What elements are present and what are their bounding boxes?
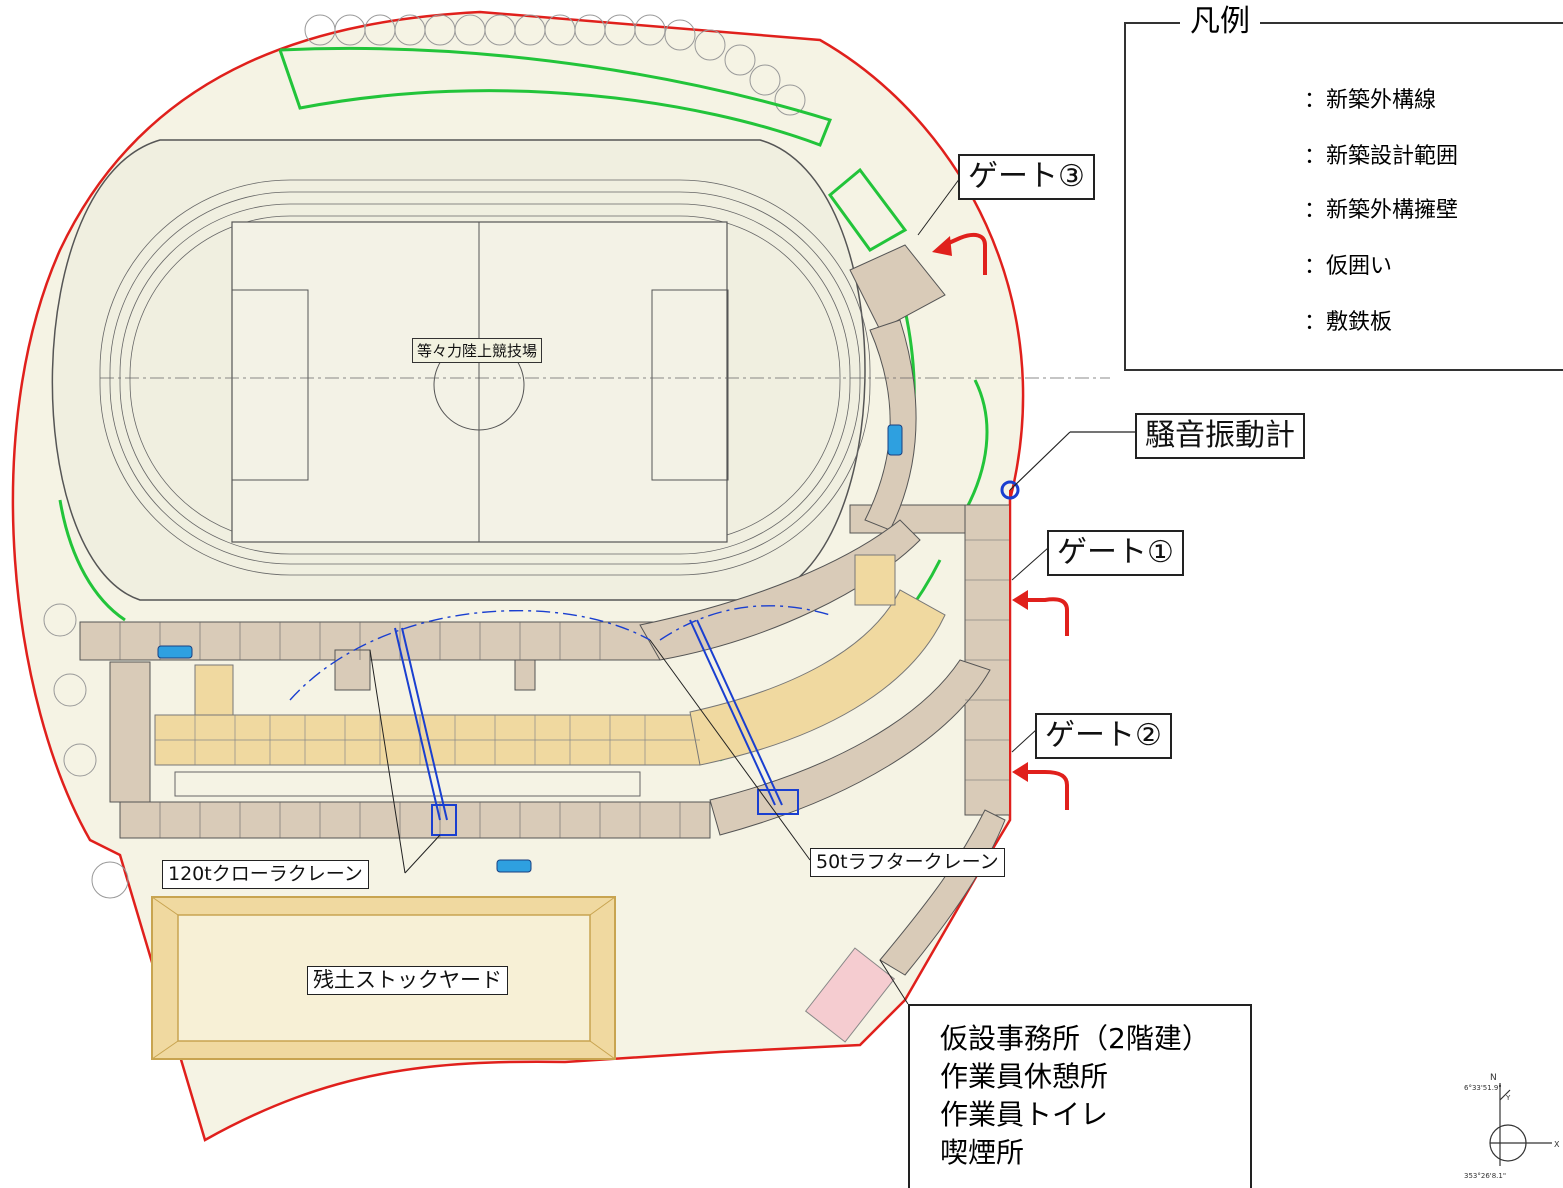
compass-x: X — [1554, 1140, 1560, 1149]
stockyard-label: 残土ストックヤード — [307, 966, 508, 995]
gate-arrow — [941, 232, 1069, 810]
plate-grid — [119, 539, 1010, 838]
legend-label: ：仮囲い — [1304, 254, 1393, 279]
office-line: 仮設事務所（2階建） — [940, 1022, 1210, 1055]
temporary-office — [804, 947, 896, 1043]
rough-terrain-crane — [689, 619, 799, 815]
compass-north: N — [1490, 1073, 1497, 1083]
compass-y: Y — [1505, 1094, 1511, 1102]
office-line: 喫煙所 — [940, 1136, 1025, 1169]
legend-label: ：新築外構線 — [1304, 88, 1437, 113]
legend-item-fence: ：仮囲い — [1164, 248, 1563, 288]
gate-2-label: ゲート② — [1035, 713, 1172, 759]
gate-arrowhead — [932, 236, 1028, 782]
compass-coord-bottom: 353°26'8.1" — [1464, 1172, 1506, 1180]
leader-line — [369, 177, 1049, 1005]
legend-label: ：新築外構擁壁 — [1304, 198, 1459, 223]
gate-1-label: ゲート① — [1047, 530, 1184, 576]
office-label-box: 仮設事務所（2階建） 作業員休憩所 作業員トイレ 喫煙所 — [908, 1004, 1252, 1188]
legend-label: ：新築設計範囲 — [1304, 144, 1459, 169]
crane-swing — [289, 605, 831, 701]
bench-rows — [174, 771, 641, 797]
vehicle — [157, 424, 903, 873]
legend: 凡例 ：新築外構線 ：新築設計範囲 ：新築外構擁壁 ：仮囲い ：敷鉄板 — [1124, 2, 1563, 371]
legend-item-steel-plate: ：敷鉄板 — [1164, 304, 1563, 344]
legend-label: ：敷鉄板 — [1304, 310, 1393, 335]
legend-title: 凡例 — [1180, 2, 1260, 42]
legend-item-retaining-wall: ：新築外構擁壁 — [1164, 192, 1563, 232]
crawler-crane — [394, 627, 457, 836]
office-line: 作業員休憩所 — [940, 1060, 1109, 1093]
crawler-crane-label: 120tクローラクレーン — [162, 860, 369, 889]
stadium-label: 等々力陸上競技場 — [412, 338, 543, 363]
legend-item-design-range: ：新築設計範囲 — [1164, 138, 1563, 178]
gate-3-label: ゲート③ — [958, 154, 1095, 200]
steel-plates — [79, 244, 1011, 976]
compass-coord-top: 6°33'51.9" — [1464, 1084, 1502, 1092]
compass-icon — [1489, 1083, 1552, 1166]
tree-row — [43, 14, 806, 899]
noise-meter-marker — [1000, 480, 1020, 500]
noise-meter-label: 騒音振動計 — [1135, 413, 1305, 459]
rough-crane-label: 50tラフタークレーン — [810, 848, 1005, 877]
office-line: 作業員トイレ — [940, 1098, 1109, 1131]
legend-item-outer-line: ：新築外構線 — [1164, 82, 1563, 122]
